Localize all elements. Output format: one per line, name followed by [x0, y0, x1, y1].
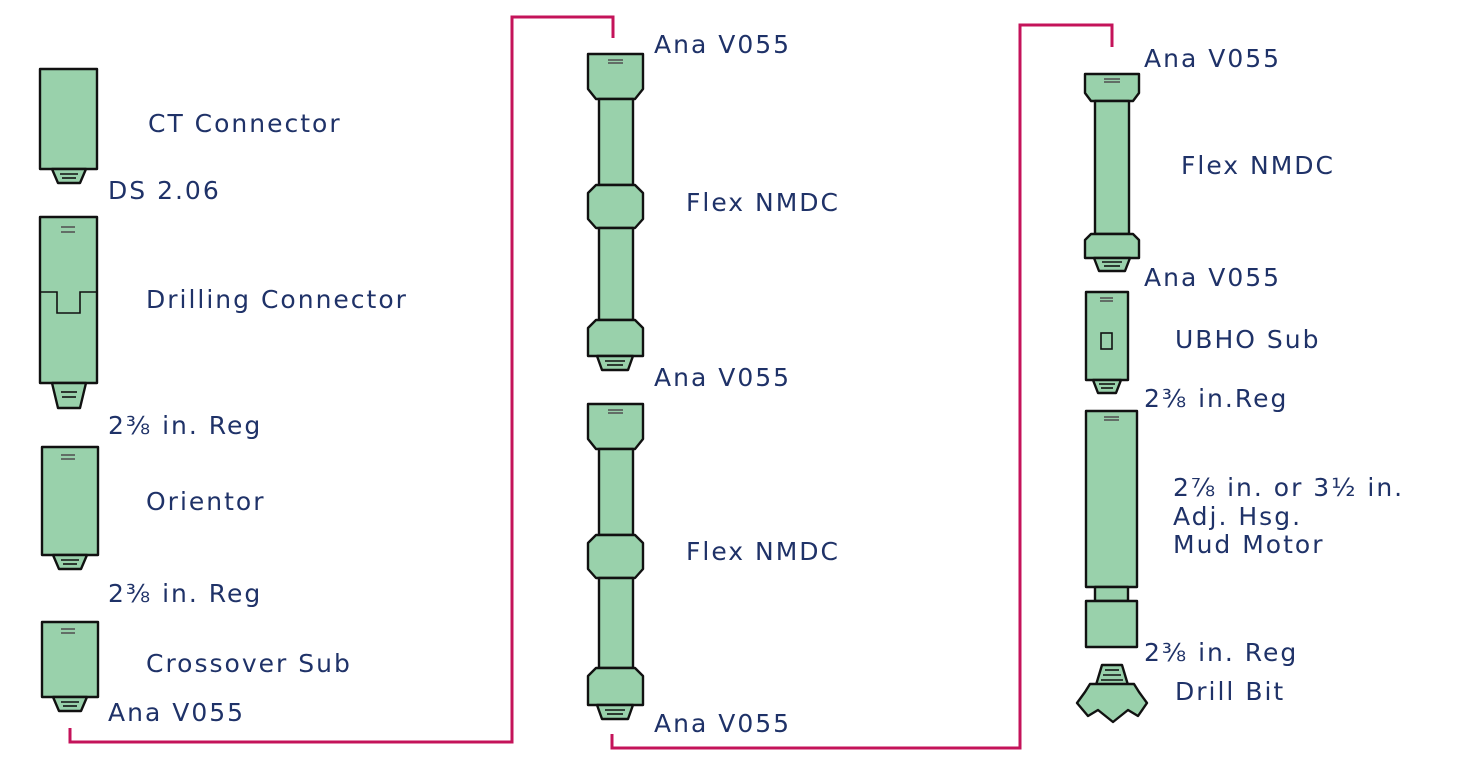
mud-motor-label-line2: Adj. Hsg. [1173, 502, 1302, 531]
mud-motor-label-line1: 2⅞ in. or 3½ in. [1173, 473, 1404, 502]
mud-motor-tool [1084, 409, 1139, 649]
ana-v055-label-col3-top: Ana V055 [1144, 44, 1281, 73]
orientor-tool [40, 445, 100, 571]
reg-label-d: 2⅜ in. Reg [1144, 638, 1298, 667]
mud-motor-label-line3: Mud Motor [1173, 530, 1324, 559]
flex-nmdc-tool-3 [1083, 72, 1141, 273]
ubho-sub-tool [1084, 290, 1130, 395]
ct-connector-tool [38, 67, 99, 185]
ubho-sub-label: UBHO Sub [1175, 325, 1320, 354]
drilling-connector-tool [38, 215, 99, 410]
ana-v055-label-col1: Ana V055 [108, 698, 245, 727]
flex-nmdc-label-3: Flex NMDC [1181, 151, 1335, 180]
ana-v055-label-col2-top: Ana V055 [654, 30, 791, 59]
reg-label-a: 2⅜ in. Reg [108, 411, 262, 440]
connector-line-1 [68, 15, 615, 744]
ct-connector-label: CT Connector [148, 109, 342, 138]
ana-v055-label-col2-mid: Ana V055 [654, 363, 791, 392]
flex-nmdc-label-2: Flex NMDC [686, 537, 840, 566]
drilling-connector-label: Drilling Connector [146, 285, 408, 314]
flex-nmdc-tool-1 [586, 52, 645, 372]
crossover-sub-label: Crossover Sub [146, 649, 352, 678]
ana-v055-label-col2-bottom: Ana V055 [654, 709, 791, 738]
reg-label-c: 2⅜ in.Reg [1144, 384, 1288, 413]
drill-bit-tool [1075, 663, 1149, 724]
reg-label-b: 2⅜ in. Reg [108, 579, 262, 608]
flex-nmdc-label-1: Flex NMDC [686, 188, 840, 217]
ana-v055-label-col3-mid: Ana V055 [1144, 263, 1281, 292]
drill-bit-label: Drill Bit [1175, 677, 1285, 706]
connector-line-2 [610, 23, 1114, 750]
flex-nmdc-tool-2 [586, 402, 645, 721]
crossover-sub-tool [40, 620, 100, 713]
ds-206-label: DS 2.06 [108, 176, 221, 205]
orientor-label: Orientor [146, 487, 266, 516]
